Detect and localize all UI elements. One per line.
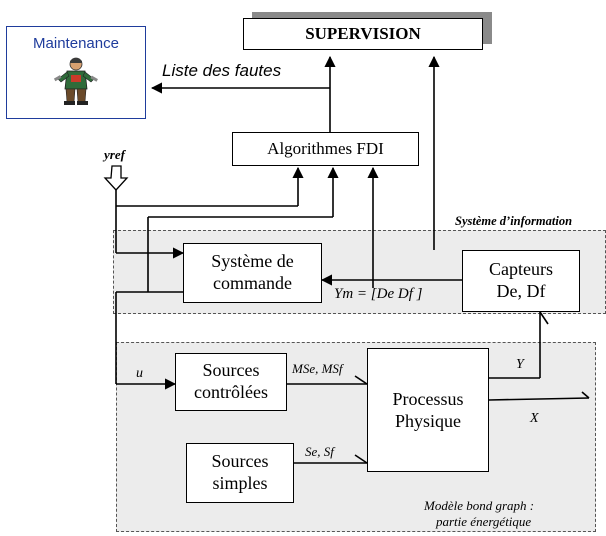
simple-sources-label-2: simples (212, 473, 268, 493)
control-system-label-1: Système de (211, 251, 294, 272)
x-output-label: X (530, 411, 539, 426)
simple-sources-label-1: Sources (211, 451, 269, 472)
bond-graph-model-label-1: Modèle bond graph : (424, 498, 535, 513)
controlled-sources-label-1: Sources (202, 360, 260, 381)
maintenance-box: Maintenance (6, 26, 146, 119)
yref-label: yref (104, 147, 125, 162)
faults-list-label: Liste des fautes (162, 61, 282, 80)
y-output-label: Y (516, 357, 524, 372)
yref-hollow-arrow (103, 165, 129, 191)
supervision-label: SUPERVISION (305, 24, 421, 43)
mse-msf-label: MSe, MSf (292, 361, 343, 376)
fdi-algorithms-box: Algorithmes FDI (232, 132, 419, 166)
physical-process-box: Processus Physique (367, 348, 489, 472)
u-label: u (136, 366, 143, 381)
controlled-sources-label-2: contrôlées (194, 382, 268, 402)
control-system-box: Système de commande (183, 243, 322, 303)
sensors-label-2: De, Df (496, 281, 546, 301)
controlled-sources-box: Sources contrôlées (175, 353, 287, 411)
sensors-box: Capteurs De, Df (462, 250, 580, 312)
control-system-label-2: commande (213, 273, 292, 293)
information-system-label: Système d’information (455, 214, 573, 228)
physical-process-label-2: Physique (394, 411, 461, 431)
edge-processus-x (488, 397, 590, 401)
fdi-algorithms-label: Algorithmes FDI (267, 139, 384, 158)
supervision-box: SUPERVISION (243, 18, 483, 50)
mechanic-with-tools-icon (53, 57, 98, 105)
maintenance-label: Maintenance (33, 35, 119, 52)
physical-process-label-1: Processus (392, 388, 464, 409)
sensors-label-1: Capteurs (489, 259, 553, 280)
simple-sources-box: Sources simples (186, 443, 294, 503)
ym-label: Ym = [De Df ] (334, 286, 423, 302)
se-sf-label: Se, Sf (305, 444, 334, 459)
bond-graph-model-label-2: partie énergétique (436, 514, 532, 529)
